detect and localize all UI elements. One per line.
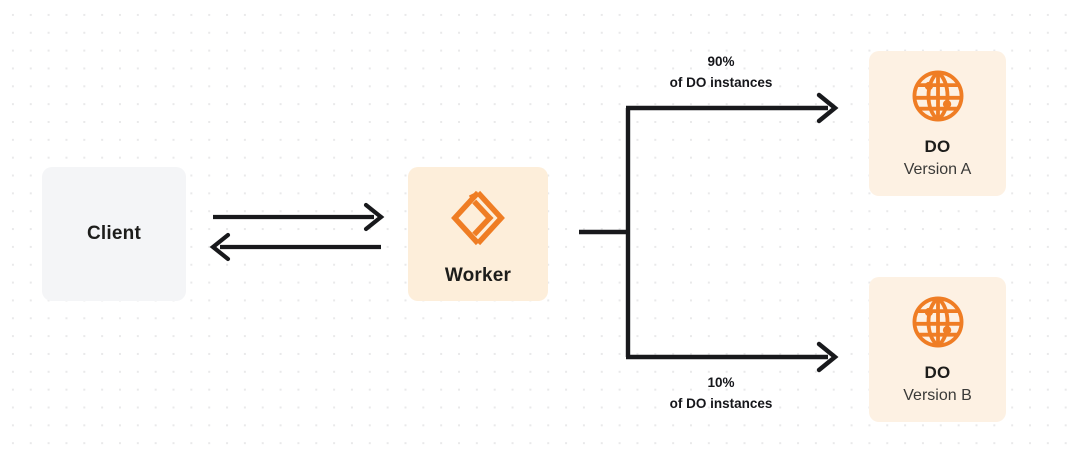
globe-icon bbox=[909, 293, 967, 351]
cloudflare-workers-icon bbox=[447, 187, 509, 249]
edge-worker-to-do-a bbox=[626, 92, 839, 124]
edge-client-to-worker bbox=[213, 202, 385, 232]
node-worker-label: Worker bbox=[444, 265, 512, 286]
node-client[interactable]: Client bbox=[42, 167, 186, 301]
node-do-a-label: DO bbox=[924, 136, 951, 156]
node-do-b-sublabel: Version B bbox=[903, 386, 972, 404]
node-do-version-b[interactable]: DO Version B bbox=[869, 277, 1006, 422]
node-worker[interactable]: Worker bbox=[408, 167, 548, 301]
edge-worker-to-client bbox=[209, 232, 381, 262]
node-do-a-sublabel: Version A bbox=[903, 160, 972, 178]
edge-label-percent: 10% bbox=[707, 375, 735, 390]
node-client-label: Client bbox=[87, 223, 141, 245]
edge-worker-to-do-b bbox=[626, 341, 839, 373]
edge-label-caption: of DO instances bbox=[669, 395, 773, 411]
edge-label-percent: 90% bbox=[707, 54, 735, 69]
edge-label-10-percent: 10% of DO instances bbox=[632, 373, 810, 415]
globe-icon bbox=[909, 67, 967, 125]
edge-label-90-percent: 90% of DO instances bbox=[632, 52, 810, 94]
node-do-b-label: DO bbox=[924, 362, 951, 382]
edge-label-caption: of DO instances bbox=[669, 74, 773, 90]
edge-worker-branch-trunk bbox=[579, 108, 631, 357]
node-do-version-a[interactable]: DO Version A bbox=[869, 51, 1006, 196]
